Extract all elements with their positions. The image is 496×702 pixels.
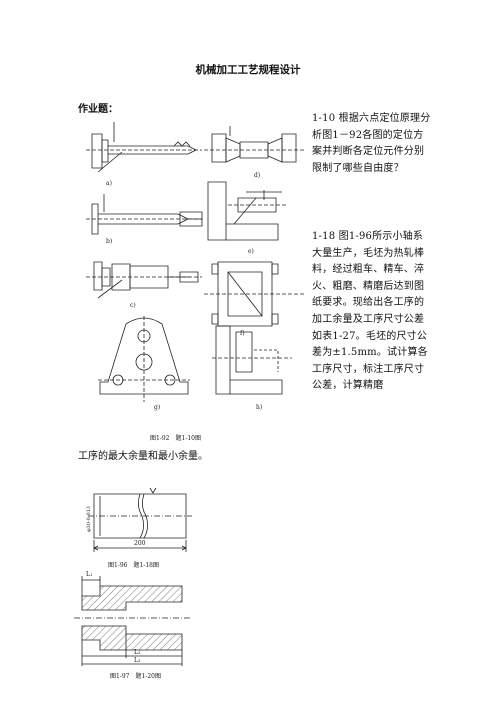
sketch-d (204, 126, 306, 162)
sketch-c (86, 262, 202, 298)
dim-l2: L₂ (134, 649, 141, 656)
label-c: c) (130, 302, 136, 309)
problem-1-18-text: 1-18 图1-96所示小轴系大量生产，毛坯为热轧棒料，经过粗车、精车、淬火、粗… (312, 231, 428, 392)
label-e: e) (248, 248, 254, 255)
figure-1-92-drawing (78, 112, 310, 444)
sketch-f (204, 262, 306, 326)
figure-1-92-caption: 图1-92 题1-10图 (150, 435, 201, 442)
figure-1-96: φ30-0.013 200 图1-96 题1-18图 (84, 482, 204, 572)
figure-1-96-caption: 图1-96 题1-18图 (108, 562, 159, 569)
figure-1-97-caption: 图1-97 题1-20图 (110, 673, 161, 680)
sketch-h (212, 326, 292, 394)
label-b: b) (106, 238, 113, 245)
sketch-g (98, 316, 190, 402)
length-dimension: 200 (134, 540, 146, 547)
figure-1-97: L₁ L₂ L₃ 图1-97 题1-20图 (70, 570, 200, 682)
dim-l1: L₁ (86, 571, 93, 578)
sketch-e (208, 182, 288, 240)
label-d: d) (254, 172, 261, 179)
problem-1-18-continuation: 工序的最大余量和最小余量。 (78, 451, 208, 462)
page-title: 机械加工工艺规程设计 (195, 64, 301, 76)
label-g: g) (154, 404, 161, 411)
label-h: h) (256, 404, 263, 411)
diameter-label: φ30-0.013 (86, 506, 92, 532)
figure-1-96-drawing (84, 482, 204, 572)
sketch-b (86, 194, 202, 234)
sketch-a (86, 122, 202, 172)
figure-1-97-drawing (70, 570, 200, 682)
section-heading: 作业题： (78, 104, 118, 115)
figure-1-92: a) b) c) d) e) f) g) h) 图1-92 题1-10图 (78, 112, 310, 444)
label-a: a) (106, 180, 112, 187)
problem-1-10-text: 1-10 根据六点定位原理分析图1－92各图的定位方案并判断各定位元件分别限制了… (312, 113, 431, 174)
label-f: f) (240, 330, 245, 337)
dim-l3: L₃ (134, 657, 141, 664)
